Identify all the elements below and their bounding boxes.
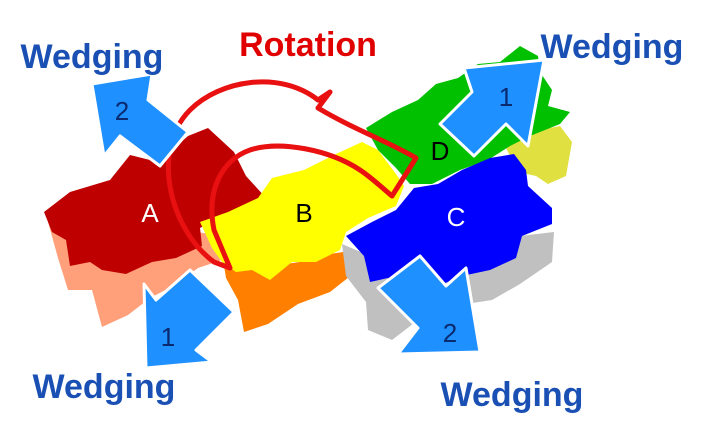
block-label-c: C [447,202,466,232]
wedging-caption-top-left: Wedging [21,38,164,76]
rotation-arrow [165,79,419,271]
wedging-arrow-bottom-left [142,268,236,370]
block-a-top [44,128,266,274]
block-label-b: B [295,198,312,228]
arrow-number-top-left: 2 [115,96,129,126]
block-b [200,142,404,332]
block-label-a: A [141,198,159,228]
rotation-caption: Rotation [239,26,377,64]
block-a [44,128,266,327]
block-c-top [346,154,552,290]
wedging-arrow-top-left [90,72,190,168]
arrow-number-top-right: 1 [499,82,513,112]
wedging-caption-bottom-right: Wedging [441,376,584,414]
block-label-d: D [431,136,450,166]
wedging-arrow-bottom-right [376,254,482,356]
rotation-path-outer [165,79,419,271]
wedging-arrows [90,58,546,370]
wedging-arrow-top-right [438,58,546,158]
wedging-caption-top-right: Wedging [541,28,684,66]
arrow-number-bottom-right: 2 [443,318,457,348]
arrow-number-bottom-left: 1 [161,322,175,352]
wedging-caption-bottom-left: Wedging [33,368,176,406]
block-b-top [200,142,404,280]
